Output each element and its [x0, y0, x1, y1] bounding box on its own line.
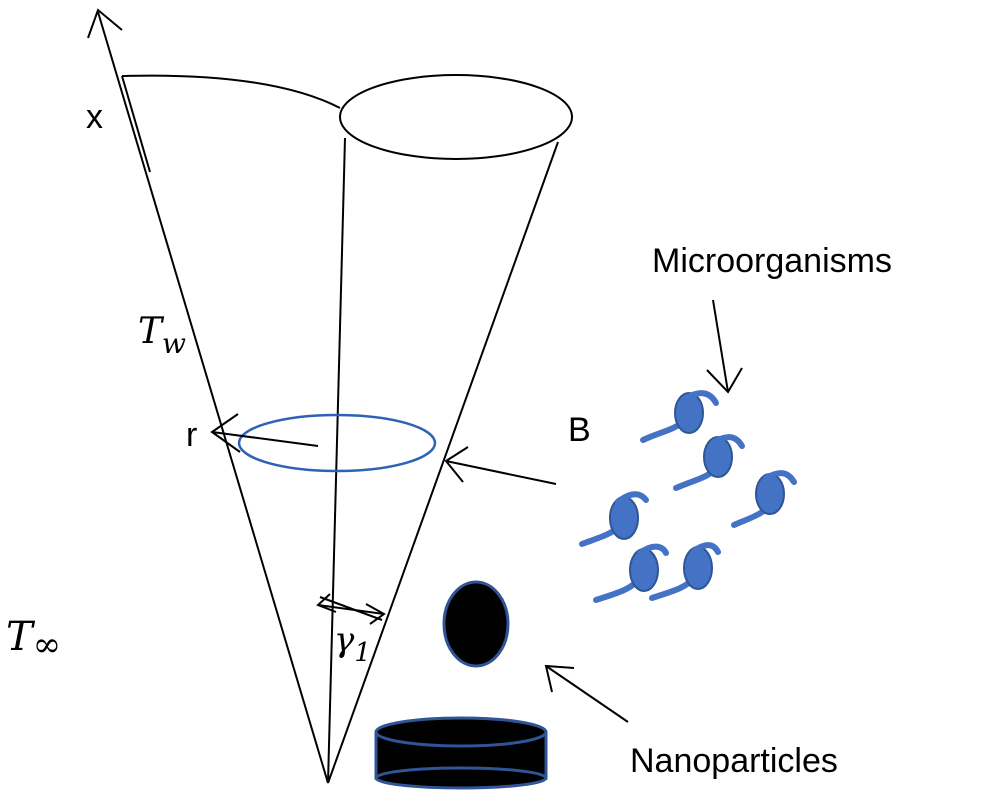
microorganism-3-head	[763, 470, 797, 485]
microorganism-6-body	[683, 546, 713, 590]
microorganism-6	[649, 542, 721, 601]
angle-line-bottom	[319, 596, 383, 621]
nanoparticle-disk	[374, 716, 548, 790]
nanoparticles-arrow-head	[544, 664, 575, 693]
angle-label: γ1	[334, 620, 371, 668]
nanoparticle-disk-bottom	[374, 766, 548, 790]
microorganism-4-body	[609, 496, 639, 540]
angle-indicator: γ1	[316, 593, 386, 668]
radius-cross-section: r	[186, 413, 437, 473]
microorganism-4-head	[615, 491, 649, 505]
microorganisms-label: Microorganisms	[652, 242, 892, 280]
microorganism-2	[673, 434, 745, 491]
cross-section-ring	[237, 413, 437, 473]
nanoparticles-arrow-line	[545, 665, 629, 723]
x-arrow-head	[87, 8, 123, 39]
nanoparticle-sphere	[442, 580, 510, 668]
cone-axis-line	[327, 137, 346, 784]
microorganisms-arrow-line	[712, 299, 729, 393]
field-arrow-line	[445, 460, 557, 485]
microorganism-4	[579, 491, 649, 547]
radius-arrow-head	[210, 413, 241, 453]
wall-temperature-label: Tw	[138, 311, 186, 360]
microorganism-5-tail	[593, 577, 641, 603]
radius-label: r	[186, 416, 197, 454]
microorganism-2-head	[711, 434, 745, 449]
x-axis-arc	[121, 74, 341, 109]
microorganism-1-body	[674, 392, 704, 434]
nanoparticles-group: Nanoparticles	[374, 580, 838, 790]
microorganism-5-body	[629, 548, 659, 592]
microorganism-5	[593, 543, 669, 603]
radius-line	[211, 431, 319, 447]
microorganism-3-body	[755, 473, 785, 515]
microorganisms-arrow-head	[706, 367, 743, 394]
cone-left-edge	[97, 11, 329, 784]
microorganism-3	[731, 470, 797, 528]
field-arrow-head	[444, 446, 469, 483]
ambient-temperature-label: T∞	[6, 614, 61, 665]
x-axis-hatch	[121, 75, 151, 173]
microorganism-5-head	[637, 543, 669, 556]
microorganism-1-head	[683, 390, 719, 406]
microorganism-6-head	[691, 542, 721, 555]
microorganisms-group: Microorganisms	[579, 242, 892, 603]
cone-body	[97, 11, 573, 784]
cone-right-edge	[327, 141, 559, 784]
nanoparticle-disk-top	[374, 716, 548, 748]
angle-arrow-right	[365, 603, 386, 625]
cone-top-ellipse	[339, 74, 573, 160]
x-axis-arrow: x	[86, 8, 341, 173]
field-label: B	[568, 411, 591, 449]
magnetic-field-arrow: B	[444, 411, 591, 485]
x-axis-label: x	[86, 98, 103, 136]
nanoparticles-label: Nanoparticles	[630, 742, 838, 780]
microorganism-1	[640, 390, 719, 443]
